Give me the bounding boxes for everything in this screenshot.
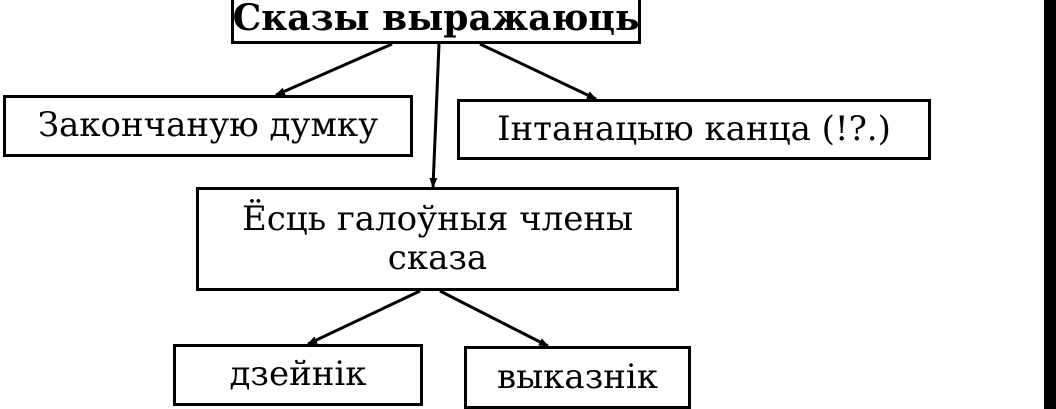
root-node: Сказы выражаюць	[231, 0, 641, 44]
thought-label: Закончаную думку	[37, 105, 379, 146]
intonation-label: Інтанацыю канца (!?.)	[497, 108, 891, 149]
arrow-to-members	[429, 43, 441, 188]
members-node: Ёсць галоўныя члены сказа	[196, 187, 679, 291]
intonation-node: Інтанацыю канца (!?.)	[457, 99, 931, 160]
subject-label: дзейнік	[229, 354, 367, 395]
thought-node: Закончаную думку	[3, 95, 413, 157]
root-label: Сказы выражаюць	[232, 0, 640, 40]
arrow-to-predicate	[439, 289, 549, 348]
arrow-to-thought	[275, 42, 393, 97]
subject-node: дзейнік	[173, 344, 423, 406]
predicate-node: выказнік	[464, 346, 691, 409]
arrow-to-subject	[307, 289, 421, 346]
arrow-to-intonation	[479, 42, 597, 101]
members-label: Ёсць галоўныя члены сказа	[241, 198, 634, 278]
predicate-label: выказнік	[496, 356, 659, 397]
right-edge-bar	[1044, 0, 1056, 409]
